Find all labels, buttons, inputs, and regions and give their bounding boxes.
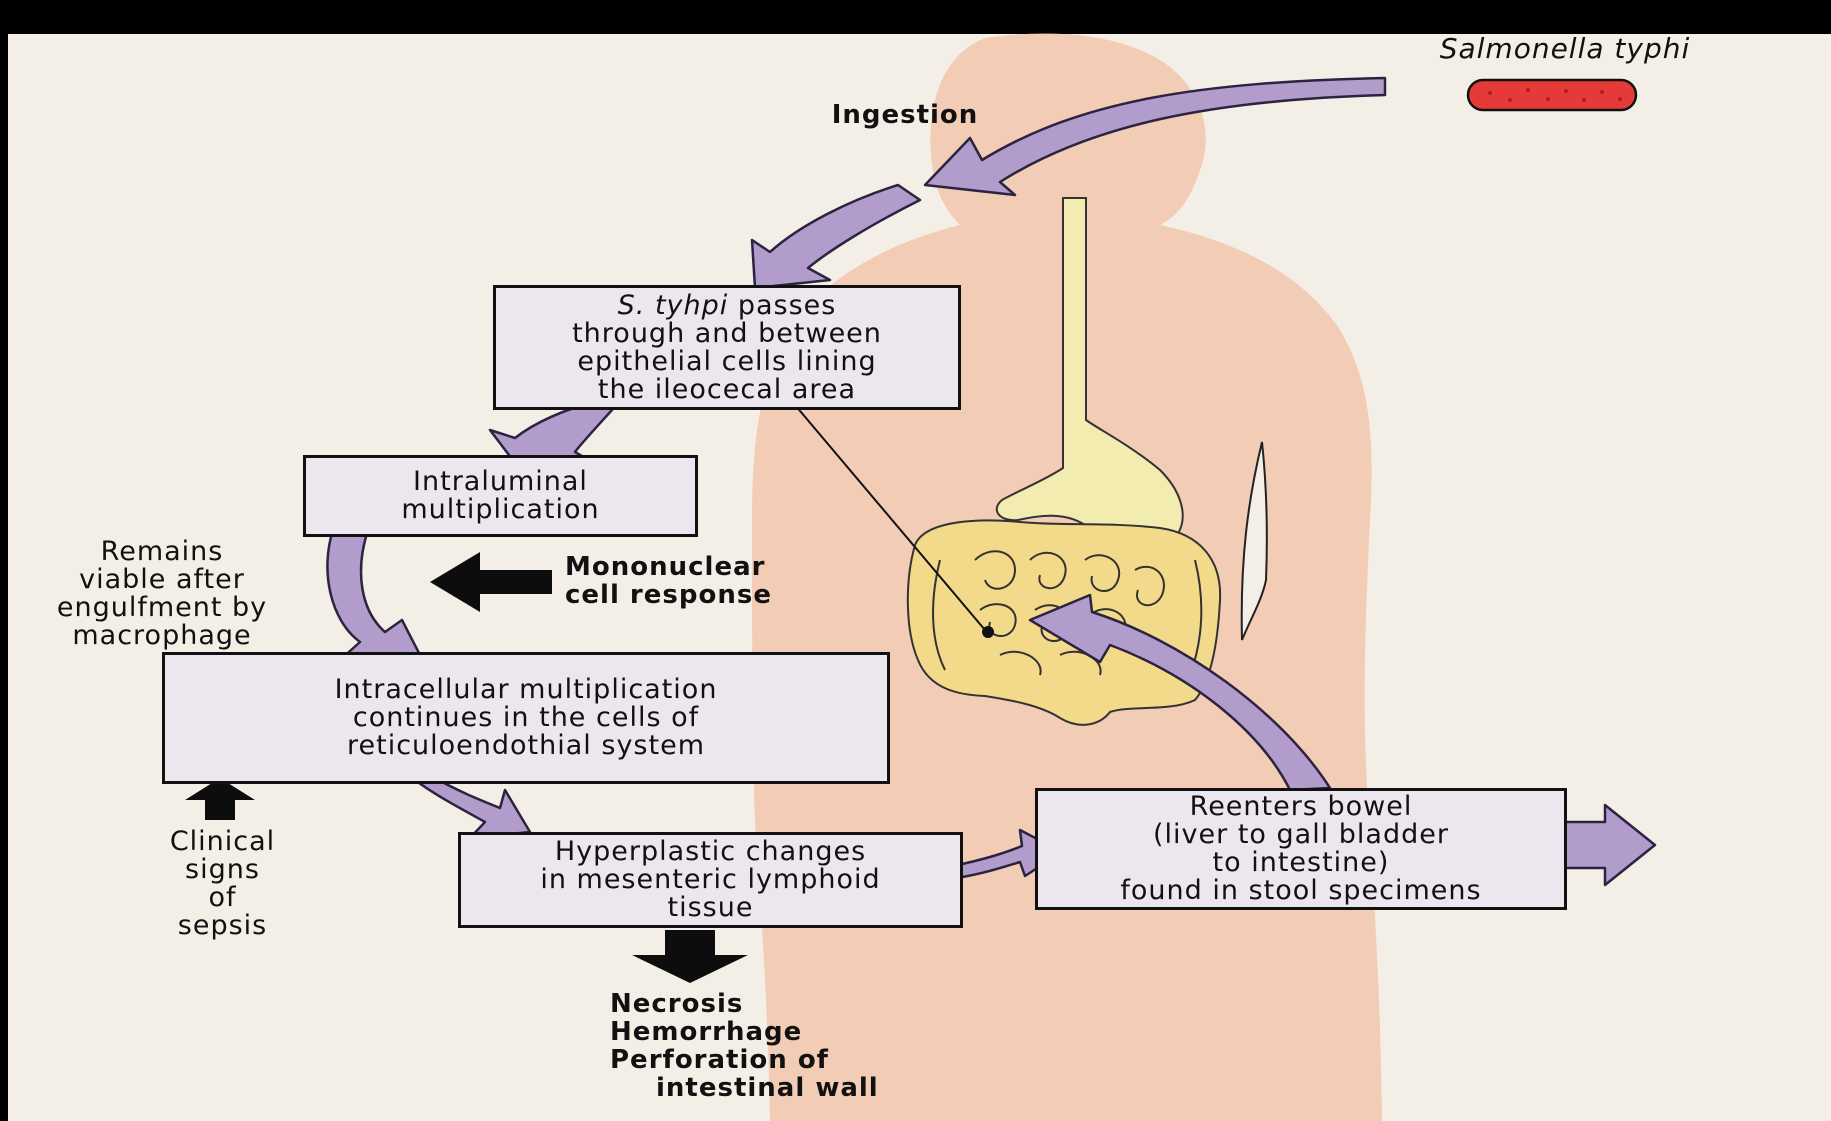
reenters-line1: Reenters bowel <box>1120 793 1481 821</box>
ingestion-label: Ingestion <box>800 100 1010 130</box>
species-name: S. tyhpi <box>618 290 729 321</box>
box-passes-epithelium: S. tyhpi passes through and between epit… <box>493 285 961 410</box>
remains-line2: viable after <box>12 566 312 594</box>
intracellular-line2: continues in the cells of <box>335 704 718 732</box>
note-mononuclear: Mononuclear cell response <box>565 553 855 609</box>
note-outcomes: Necrosis Hemorrhage Perforation of intes… <box>610 990 970 1102</box>
reenters-line4: found in stool specimens <box>1120 877 1481 905</box>
arrow-reenters-out <box>1565 805 1655 885</box>
remains-line1: Remains <box>12 538 312 566</box>
outcome-necrosis: Necrosis <box>610 990 970 1018</box>
black-arrow-clinical-signs <box>185 778 255 820</box>
salmonella-bacterium-icon <box>1468 80 1636 110</box>
reenters-line3: to intestine) <box>1120 849 1481 877</box>
clinical-line4: sepsis <box>130 912 315 940</box>
hyperplastic-line3: tissue <box>540 894 880 922</box>
intraluminal-line2: multiplication <box>401 496 599 524</box>
passes-line1: passes <box>738 290 837 321</box>
passes-line2: through and between <box>572 320 882 348</box>
organism-label: Salmonella typhi <box>1385 32 1745 65</box>
mononuclear-line1: Mononuclear <box>565 553 855 581</box>
remains-line4: macrophage <box>12 622 312 650</box>
hyperplastic-line2: in mesenteric lymphoid <box>540 866 880 894</box>
box-intraluminal: Intraluminal multiplication <box>303 455 698 537</box>
clinical-line2: signs <box>130 856 315 884</box>
passes-line3: epithelial cells lining <box>572 348 882 376</box>
outcome-hemorrhage: Hemorrhage <box>610 1018 970 1046</box>
intracellular-line3: reticuloendothial system <box>335 732 718 760</box>
box-reenters-bowel: Reenters bowel (liver to gall bladder to… <box>1035 788 1567 910</box>
mononuclear-line2: cell response <box>565 581 855 609</box>
arrow-intraluminal-to-intracellular <box>327 530 420 660</box>
arrow-intracellular-to-hyperplastic <box>415 775 530 838</box>
intracellular-line1: Intracellular multiplication <box>335 676 718 704</box>
arrow-ingestion-to-passes <box>752 185 920 288</box>
note-clinical-signs: Clinical signs of sepsis <box>130 828 315 940</box>
outcome-intestinal-wall: intestinal wall <box>610 1074 970 1102</box>
black-arrow-mononuclear <box>430 552 552 612</box>
clinical-line1: Clinical <box>130 828 315 856</box>
intraluminal-line1: Intraluminal <box>401 468 599 496</box>
note-remains-viable: Remains viable after engulfment by macro… <box>12 538 312 650</box>
black-arrow-outcomes <box>632 930 748 983</box>
arrow-organism-to-ingestion <box>925 78 1385 195</box>
passes-line4: the ileocecal area <box>572 376 882 404</box>
box-hyperplastic: Hyperplastic changes in mesenteric lymph… <box>458 832 963 928</box>
clinical-line3: of <box>130 884 315 912</box>
box-intracellular: Intracellular multiplication continues i… <box>162 652 890 784</box>
outcome-perforation: Perforation of <box>610 1046 970 1074</box>
hyperplastic-line1: Hyperplastic changes <box>540 838 880 866</box>
reenters-line2: (liver to gall bladder <box>1120 821 1481 849</box>
arrow-reenters-to-intestine <box>1030 595 1330 790</box>
remains-line3: engulfment by <box>12 594 312 622</box>
